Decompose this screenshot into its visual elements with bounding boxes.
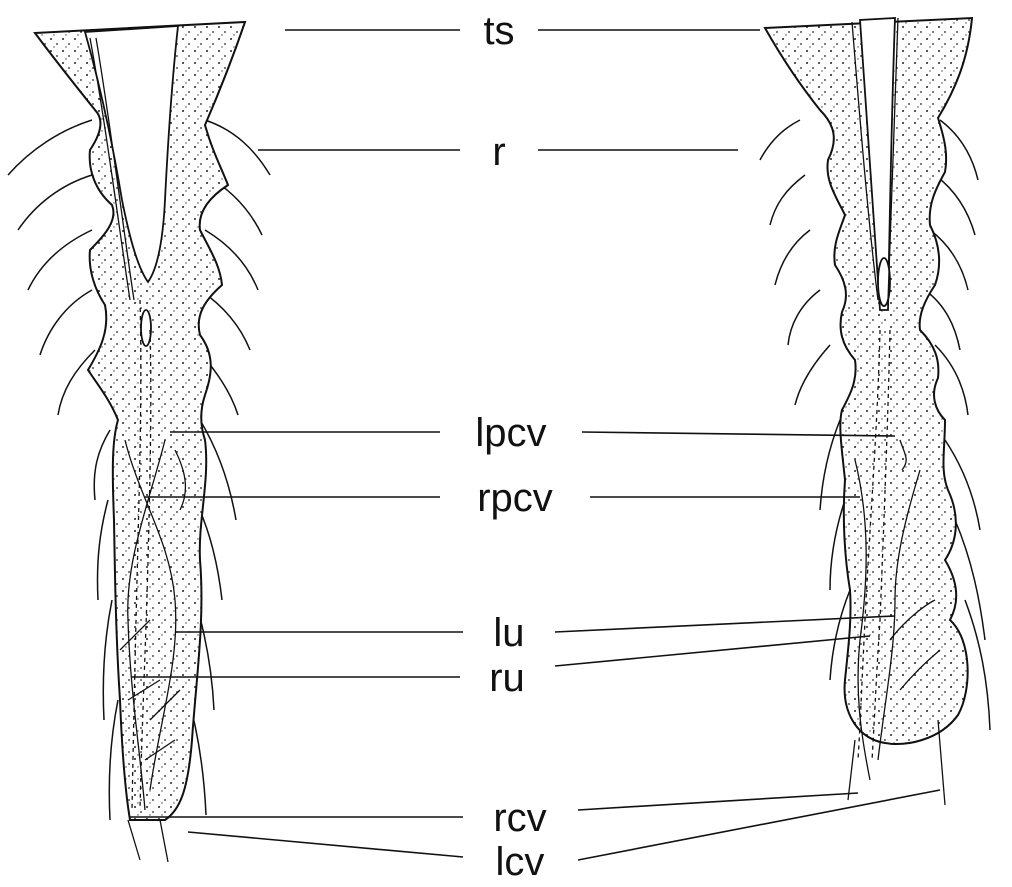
- left-specimen: [8, 22, 270, 862]
- label-ts: ts: [483, 9, 514, 53]
- labels: ts r lpcv rpcv lu ru rcv lcv: [475, 9, 552, 884]
- label-ru: ru: [489, 656, 525, 700]
- label-lpcv: lpcv: [475, 411, 546, 455]
- label-lu: lu: [493, 611, 524, 655]
- right-specimen: [760, 18, 990, 805]
- label-r: r: [492, 130, 505, 174]
- label-lcv: lcv: [496, 840, 545, 884]
- label-rcv: rcv: [493, 796, 546, 840]
- label-rpcv: rpcv: [477, 476, 553, 520]
